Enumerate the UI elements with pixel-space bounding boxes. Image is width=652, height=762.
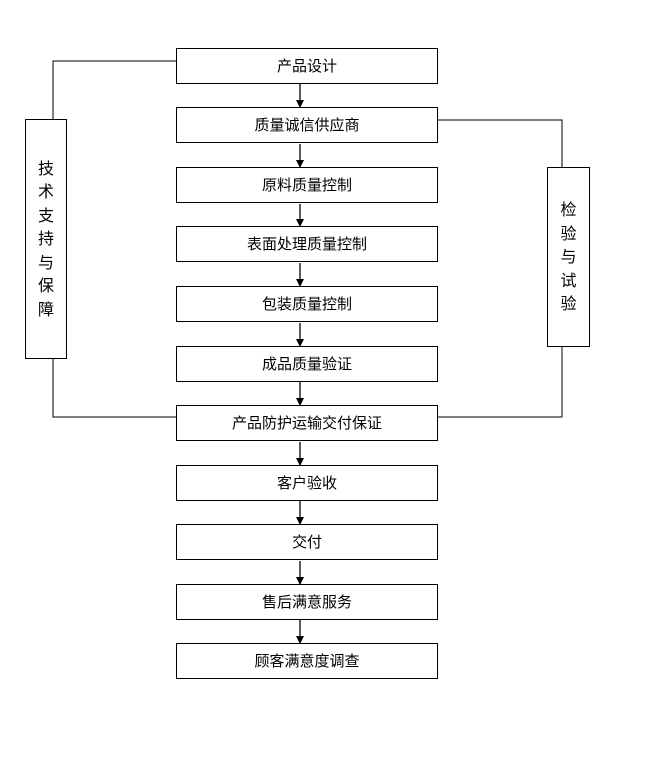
technical-support-box: 技 术 支 持 与 保 障 bbox=[25, 119, 67, 359]
technical-support-char: 障 bbox=[37, 299, 54, 319]
step-satisfaction-survey: 顾客满意度调查 bbox=[176, 643, 438, 679]
left-connector-top bbox=[52, 60, 176, 119]
step-surface-treatment-control: 表面处理质量控制 bbox=[176, 226, 438, 262]
technical-support-char: 支 bbox=[37, 205, 54, 225]
step-transport-protection: 产品防护运输交付保证 bbox=[176, 405, 438, 441]
inspection-testing-char: 与 bbox=[560, 247, 577, 267]
step-packaging-control: 包装质量控制 bbox=[176, 286, 438, 322]
inspection-testing-char: 验 bbox=[560, 223, 577, 243]
step-after-sales-service: 售后满意服务 bbox=[176, 584, 438, 620]
inspection-testing-char: 试 bbox=[560, 270, 577, 290]
technical-support-char: 术 bbox=[37, 182, 54, 202]
inspection-testing-char: 检 bbox=[560, 200, 577, 220]
step-product-verification: 成品质量验证 bbox=[176, 346, 438, 382]
step-customer-acceptance: 客户验收 bbox=[176, 465, 438, 501]
step-delivery: 交付 bbox=[176, 524, 438, 560]
technical-support-char: 持 bbox=[37, 229, 54, 249]
left-connector-bottom bbox=[52, 359, 176, 418]
technical-support-char: 与 bbox=[37, 252, 54, 272]
step-quality-supplier: 质量诚信供应商 bbox=[176, 107, 438, 143]
step-product-design: 产品设计 bbox=[176, 48, 438, 84]
step-material-control: 原料质量控制 bbox=[176, 167, 438, 203]
right-connector-top bbox=[438, 119, 563, 167]
right-connector-bottom bbox=[438, 347, 563, 418]
inspection-testing-box: 检 验 与 试 验 bbox=[547, 167, 590, 347]
technical-support-char: 技 bbox=[37, 158, 54, 178]
inspection-testing-char: 验 bbox=[560, 294, 577, 314]
technical-support-char: 保 bbox=[37, 276, 54, 296]
